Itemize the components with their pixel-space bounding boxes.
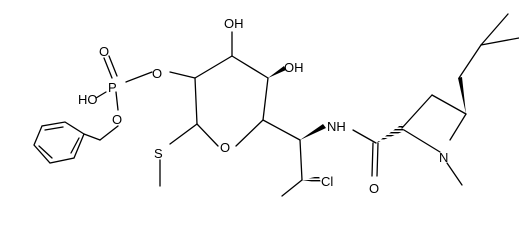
benzyl-group — [33, 121, 101, 164]
label-n-ring: N — [439, 150, 448, 165]
label-p: P — [108, 80, 117, 95]
label-ho-phosphate: HO — [78, 92, 98, 107]
pyrrolidine-ring — [376, 13, 519, 186]
label-o-ester-ring: O — [152, 66, 162, 81]
ring-substituents — [159, 31, 301, 187]
label-o-carbonyl-p: O — [99, 44, 109, 59]
hash-cl — [302, 176, 321, 183]
wedge-propyl — [458, 77, 466, 114]
side-chain — [281, 124, 379, 197]
label-oh-top: OH — [224, 16, 244, 31]
label-o-ring: O — [220, 140, 230, 155]
label-cl: Cl — [321, 174, 333, 189]
structure-svg: OH OH HO P O O O O S NH N O Cl — [33, 13, 519, 197]
wedge-nh — [300, 124, 326, 140]
label-oh-right: OH — [284, 60, 304, 75]
molecule-diagram: OH OH HO P O O O O S NH N O Cl — [33, 13, 519, 197]
wedge-oh-right — [268, 66, 286, 78]
label-nh: NH — [327, 119, 346, 134]
label-o-ester-benzyl: O — [112, 112, 122, 127]
atom-labels: OH OH HO P O O O O S NH N O Cl — [78, 16, 448, 196]
pyranose-ring — [194, 55, 269, 147]
phosphate-group — [95, 55, 153, 141]
label-o-amide: O — [369, 181, 379, 196]
label-s: S — [154, 146, 163, 161]
